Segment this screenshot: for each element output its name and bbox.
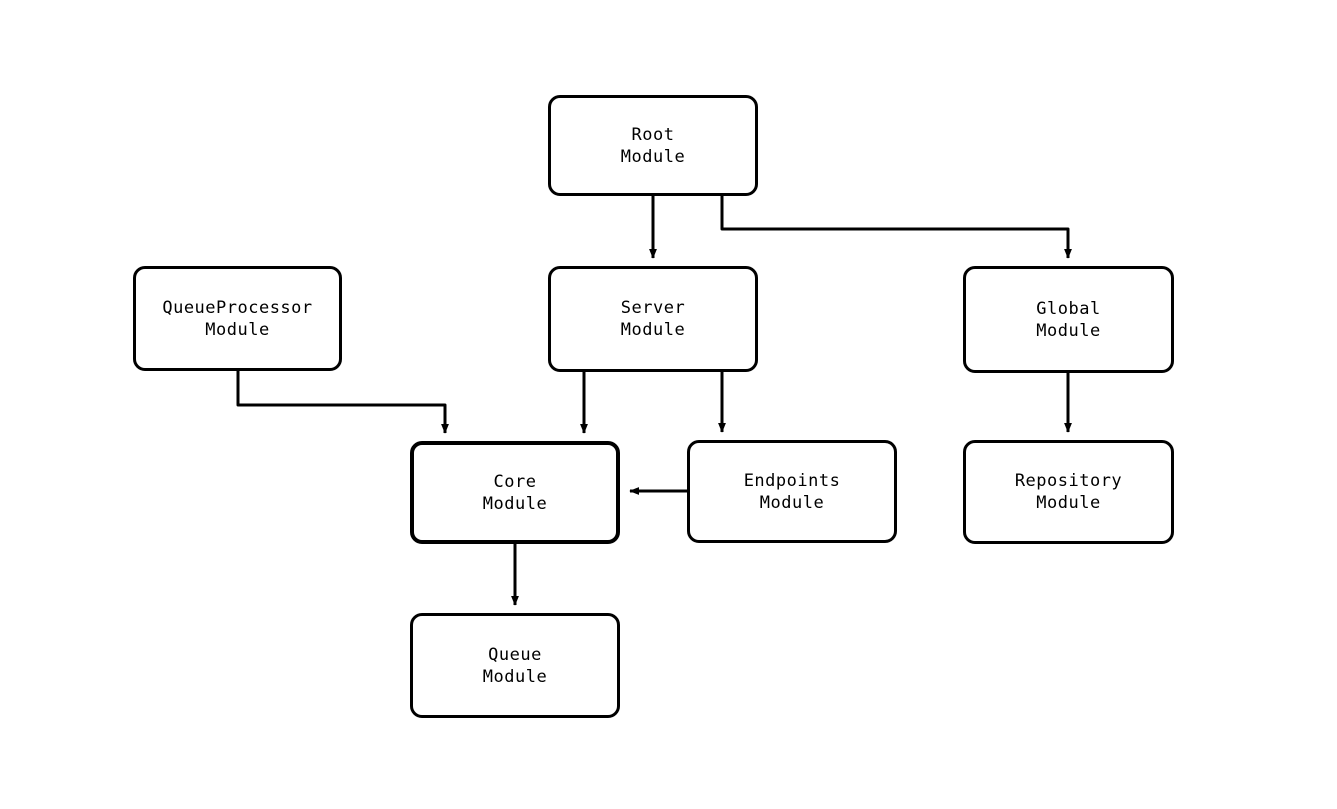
node-core-module-label: Core Module	[482, 471, 548, 514]
node-server-module-label: Server Module	[620, 298, 686, 340]
edge-root-to-global	[720, 196, 1072, 259]
node-endpoints-module[interactable]: Endpoints Module	[687, 440, 897, 543]
node-repository-module-label: Repository Module	[1014, 471, 1123, 513]
node-root-module-label: Root Module	[620, 124, 686, 167]
node-queue-module-label: Queue Module	[482, 644, 548, 687]
node-server-module[interactable]: Server Module	[548, 266, 758, 372]
node-queueprocessor-module[interactable]: QueueProcessor Module	[133, 266, 342, 371]
node-queue-module[interactable]: Queue Module	[410, 613, 620, 718]
node-repository-module[interactable]: Repository Module	[963, 440, 1174, 544]
node-root-module[interactable]: Root Module	[548, 95, 758, 196]
node-endpoints-module-label: Endpoints Module	[743, 470, 841, 513]
node-global-module[interactable]: Global Module	[963, 266, 1174, 373]
node-core-module[interactable]: Core Module	[410, 441, 620, 544]
node-global-module-label: Global Module	[1036, 298, 1101, 341]
node-queueprocessor-module-label: QueueProcessor Module	[162, 297, 313, 340]
edge-queueprocessor-to-core	[236, 371, 449, 434]
